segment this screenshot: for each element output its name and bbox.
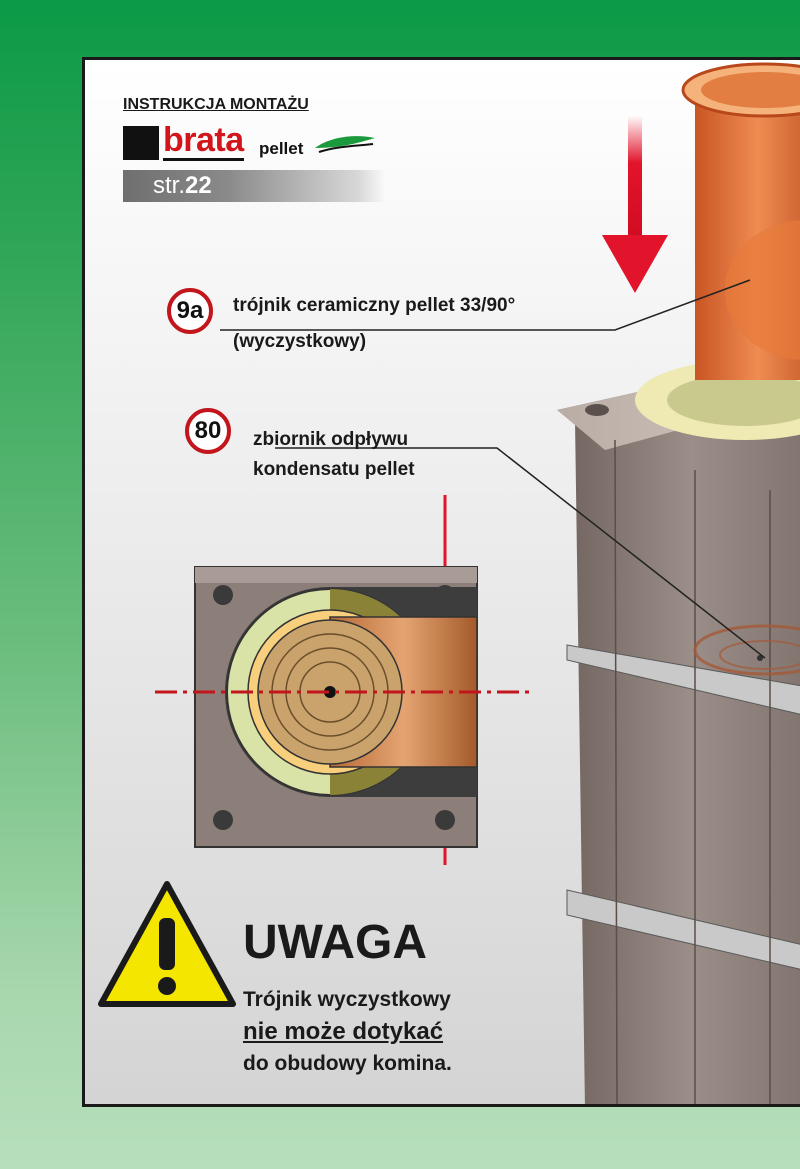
warning-line-1: Trójnik wyczystkowy xyxy=(243,988,451,1011)
leaf-icon xyxy=(315,136,375,153)
brand-logo: brata pellet xyxy=(123,122,383,161)
instruction-panel: INSTRUKCJA MONTAŻU brata pellet str.22 xyxy=(82,57,800,1107)
warning-line-2: nie może dotykać xyxy=(243,1018,444,1045)
warning-title: UWAGA xyxy=(243,916,427,969)
cross-section-diagram xyxy=(155,495,535,865)
part-number-badge-9a: 9a xyxy=(167,288,213,334)
leader-lines xyxy=(220,279,766,659)
page-number-bar: str.22 xyxy=(123,170,385,202)
page-number: 22 xyxy=(185,172,212,199)
part-number-badge-80: 80 xyxy=(185,408,231,454)
logo-brand-suffix: pellet xyxy=(259,139,304,158)
logo-brand-text: brata xyxy=(163,121,244,161)
warning-line-3: do obudowy komina. xyxy=(243,1052,452,1075)
part-label-80-line1: zbiornik odpływu xyxy=(253,429,409,450)
part-label-9a-line2: (wyczystkowy) xyxy=(233,331,367,352)
warning-triangle-icon xyxy=(98,881,236,1007)
logo-black-box xyxy=(123,126,159,160)
insertion-arrow-icon xyxy=(602,115,668,293)
part-label-80-line2: kondensatu pellet xyxy=(253,459,415,480)
page-title: INSTRUKCJA MONTAŻU xyxy=(123,96,309,113)
part-label-9a-line1: trójnik ceramiczny pellet 33/90° xyxy=(233,295,516,316)
page-prefix: str. xyxy=(153,172,186,199)
